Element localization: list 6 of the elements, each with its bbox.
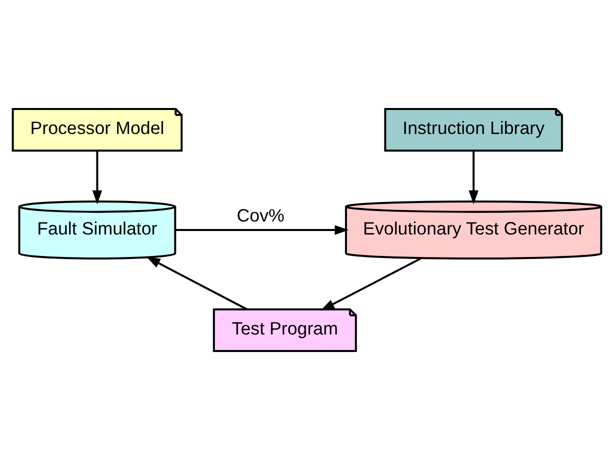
edge-label: Cov% [236, 204, 284, 225]
arrow [92, 150, 102, 204]
arrow [175, 224, 349, 234]
arrow [320, 257, 421, 310]
arrow [468, 150, 478, 204]
arrow [146, 256, 248, 310]
